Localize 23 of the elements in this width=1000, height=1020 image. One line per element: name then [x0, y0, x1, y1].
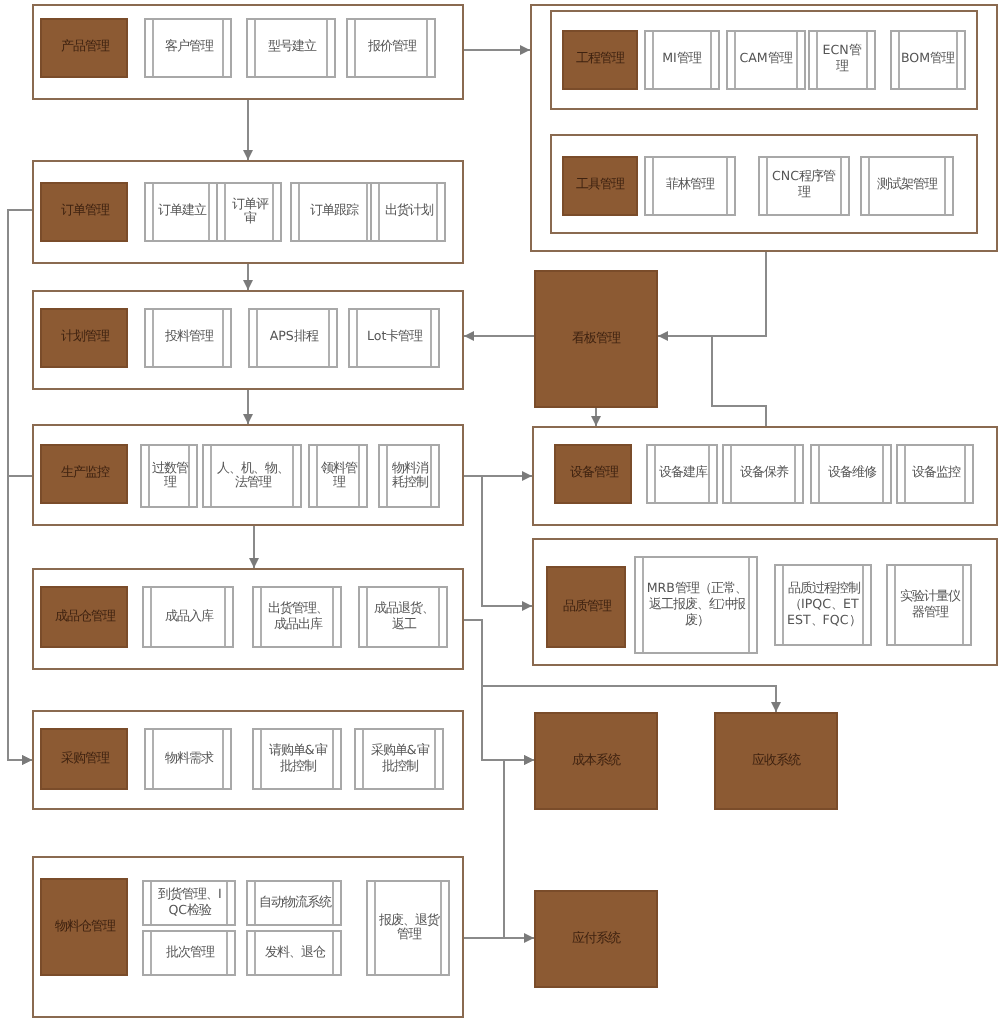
module-frame — [32, 4, 464, 100]
module-frame — [32, 290, 464, 390]
arrow — [591, 407, 601, 427]
module-frame — [32, 568, 464, 670]
module-frame — [32, 160, 464, 264]
module-frame — [32, 856, 464, 1018]
module-frame — [32, 424, 464, 526]
module-frame — [550, 134, 979, 235]
arrow — [463, 755, 535, 939]
arrow — [7, 475, 33, 765]
arrow — [463, 475, 533, 611]
arrow — [249, 525, 259, 569]
arrow — [463, 45, 531, 55]
connector-line — [711, 251, 767, 427]
module-frame — [530, 4, 998, 252]
module-frame — [532, 426, 998, 526]
module-frame — [550, 10, 979, 111]
module-frame — [532, 538, 998, 666]
arrow — [463, 331, 535, 341]
arrow — [243, 263, 253, 291]
module-frame — [32, 710, 464, 810]
arrow — [243, 99, 253, 161]
arrow — [243, 389, 253, 425]
